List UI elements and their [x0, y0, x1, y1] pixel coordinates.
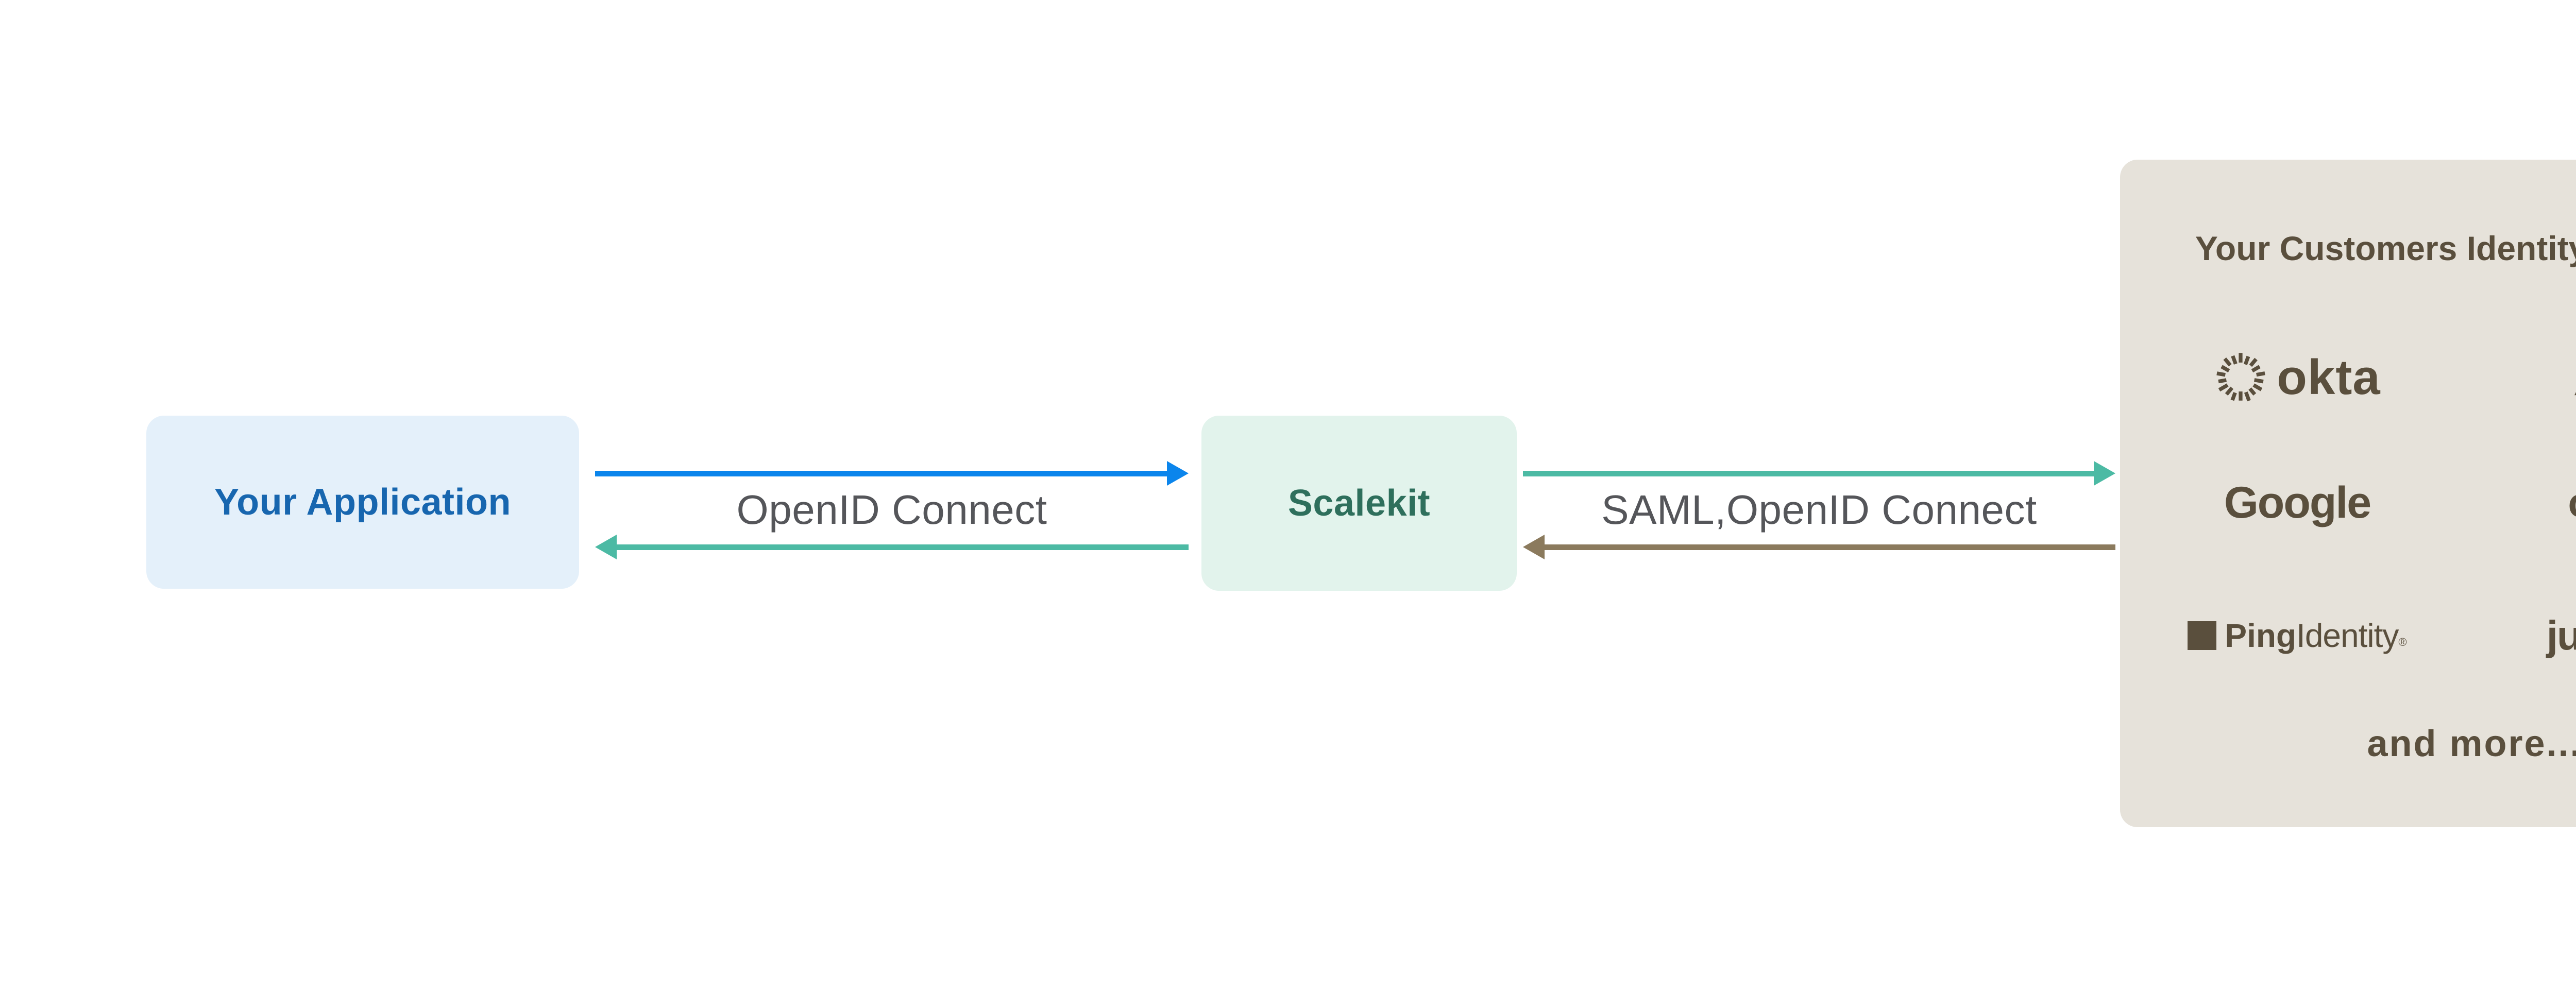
arrow-shaft	[615, 544, 1189, 550]
provider-row: and more...	[2120, 705, 2576, 782]
azure-triangle-icon	[2574, 392, 2576, 396]
saml-return-arrow	[1523, 535, 2115, 559]
provider-jumpcloud: jumpcloud ™	[2475, 597, 2576, 674]
arrow-shaft	[1523, 471, 2096, 476]
jumpcloud-logo: jumpcloud ™	[2547, 615, 2576, 656]
flow1-protocol-label: OpenID Connect	[736, 487, 1047, 533]
okta-wordmark: okta	[2277, 350, 2381, 405]
your-application-label: Your Application	[214, 482, 511, 523]
okta-logo: okta	[2214, 351, 2380, 404]
registered-trademark-symbol: ®	[2398, 636, 2407, 648]
provider-google: Google	[2120, 464, 2475, 541]
and-more-label: and more...	[2367, 723, 2576, 764]
more-providers: and more...	[2120, 705, 2576, 782]
provider-okta: okta	[2120, 339, 2475, 416]
provider-onelogin: onelogin	[2475, 464, 2576, 541]
provider-azure: Azure	[2475, 339, 2576, 416]
google-wordmark: Google	[2224, 478, 2371, 527]
provider-row: okta Azure	[2120, 339, 2576, 416]
arrowhead-left-icon	[1523, 535, 1545, 559]
flow-scalekit-to-idps: SAML,OpenID Connect	[1523, 456, 2115, 590]
openid-return-arrow	[595, 535, 1189, 559]
flow2-protocol-label: SAML,OpenID Connect	[1601, 487, 2037, 533]
arrowhead-left-icon	[595, 535, 617, 559]
jumpcloud-wordmark: jumpcloud	[2546, 612, 2576, 658]
okta-sunburst-icon	[2216, 353, 2266, 402]
openid-forward-arrow	[595, 461, 1189, 486]
flow-app-to-scalekit: OpenID Connect	[595, 456, 1189, 590]
identity-providers-title: Your Customers Identity Providers	[2195, 229, 2576, 267]
provider-ping-identity: Ping Identity ®	[2120, 597, 2475, 674]
google-logo: Google	[2224, 478, 2371, 527]
saml-forward-arrow	[1523, 461, 2115, 486]
ping-identity-logo: Ping Identity ®	[2188, 617, 2407, 654]
ping-identity-square-icon	[2188, 621, 2217, 650]
azure-logo: Azure	[2571, 357, 2576, 398]
ping-wordmark-bold: Ping	[2225, 617, 2297, 654]
arrowhead-right-icon	[1167, 461, 1189, 486]
onelogin-logo: onelogin	[2568, 482, 2576, 523]
provider-row: Ping Identity ® jumpcloud ™	[2120, 597, 2576, 674]
arrow-shaft	[1543, 544, 2115, 550]
identity-providers-panel: Your Customers Identity Providers	[2120, 160, 2576, 827]
identity-wordmark: Identity	[2296, 617, 2399, 654]
your-application-box: Your Application	[146, 416, 579, 589]
onelogin-wordmark: onelogin	[2568, 482, 2576, 523]
scalekit-box: Scalekit	[1201, 416, 1517, 591]
arrowhead-right-icon	[2094, 461, 2115, 486]
scalekit-label: Scalekit	[1287, 483, 1431, 524]
provider-row: Google onelogin	[2120, 464, 2576, 541]
arrow-shaft	[595, 471, 1169, 476]
